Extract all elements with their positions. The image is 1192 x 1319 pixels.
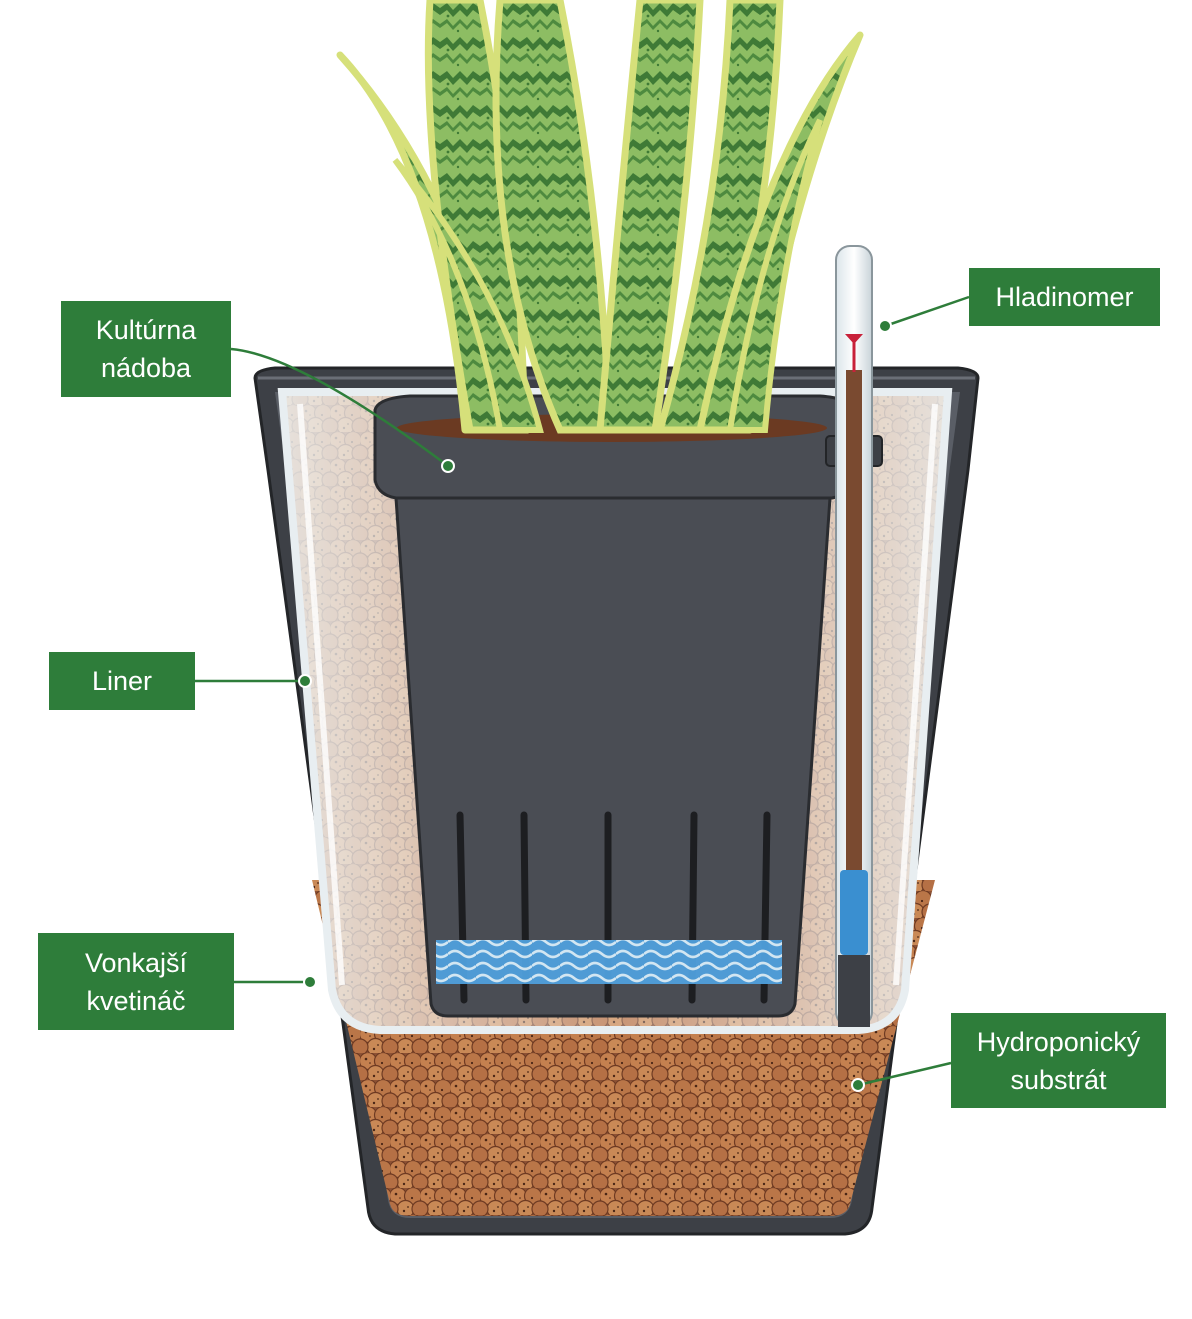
label-hydroponicky-substrat: Hydroponický substrát [951, 1013, 1166, 1108]
label-vonkajsi-kvetinac: Vonkajší kvetináč [38, 933, 234, 1030]
snake-plant-icon [340, 0, 860, 430]
culture-pot [375, 396, 852, 1016]
label-line: Hydroponický [977, 1023, 1141, 1061]
label-line: Vonkajší [85, 944, 187, 982]
label-line: Liner [92, 662, 152, 700]
label-line: Hladinomer [995, 278, 1133, 316]
label-hladinomer: Hladinomer [969, 268, 1160, 326]
label-line: nádoba [101, 349, 191, 387]
water-level [436, 940, 782, 984]
leader-hladinomer [885, 297, 969, 326]
label-line: substrát [1010, 1061, 1106, 1099]
label-line: Kultúrna [96, 311, 197, 349]
label-liner: Liner [49, 652, 195, 710]
label-line: kvetináč [86, 982, 185, 1020]
label-kulturna-nadoba: Kultúrna nádoba [61, 301, 231, 397]
